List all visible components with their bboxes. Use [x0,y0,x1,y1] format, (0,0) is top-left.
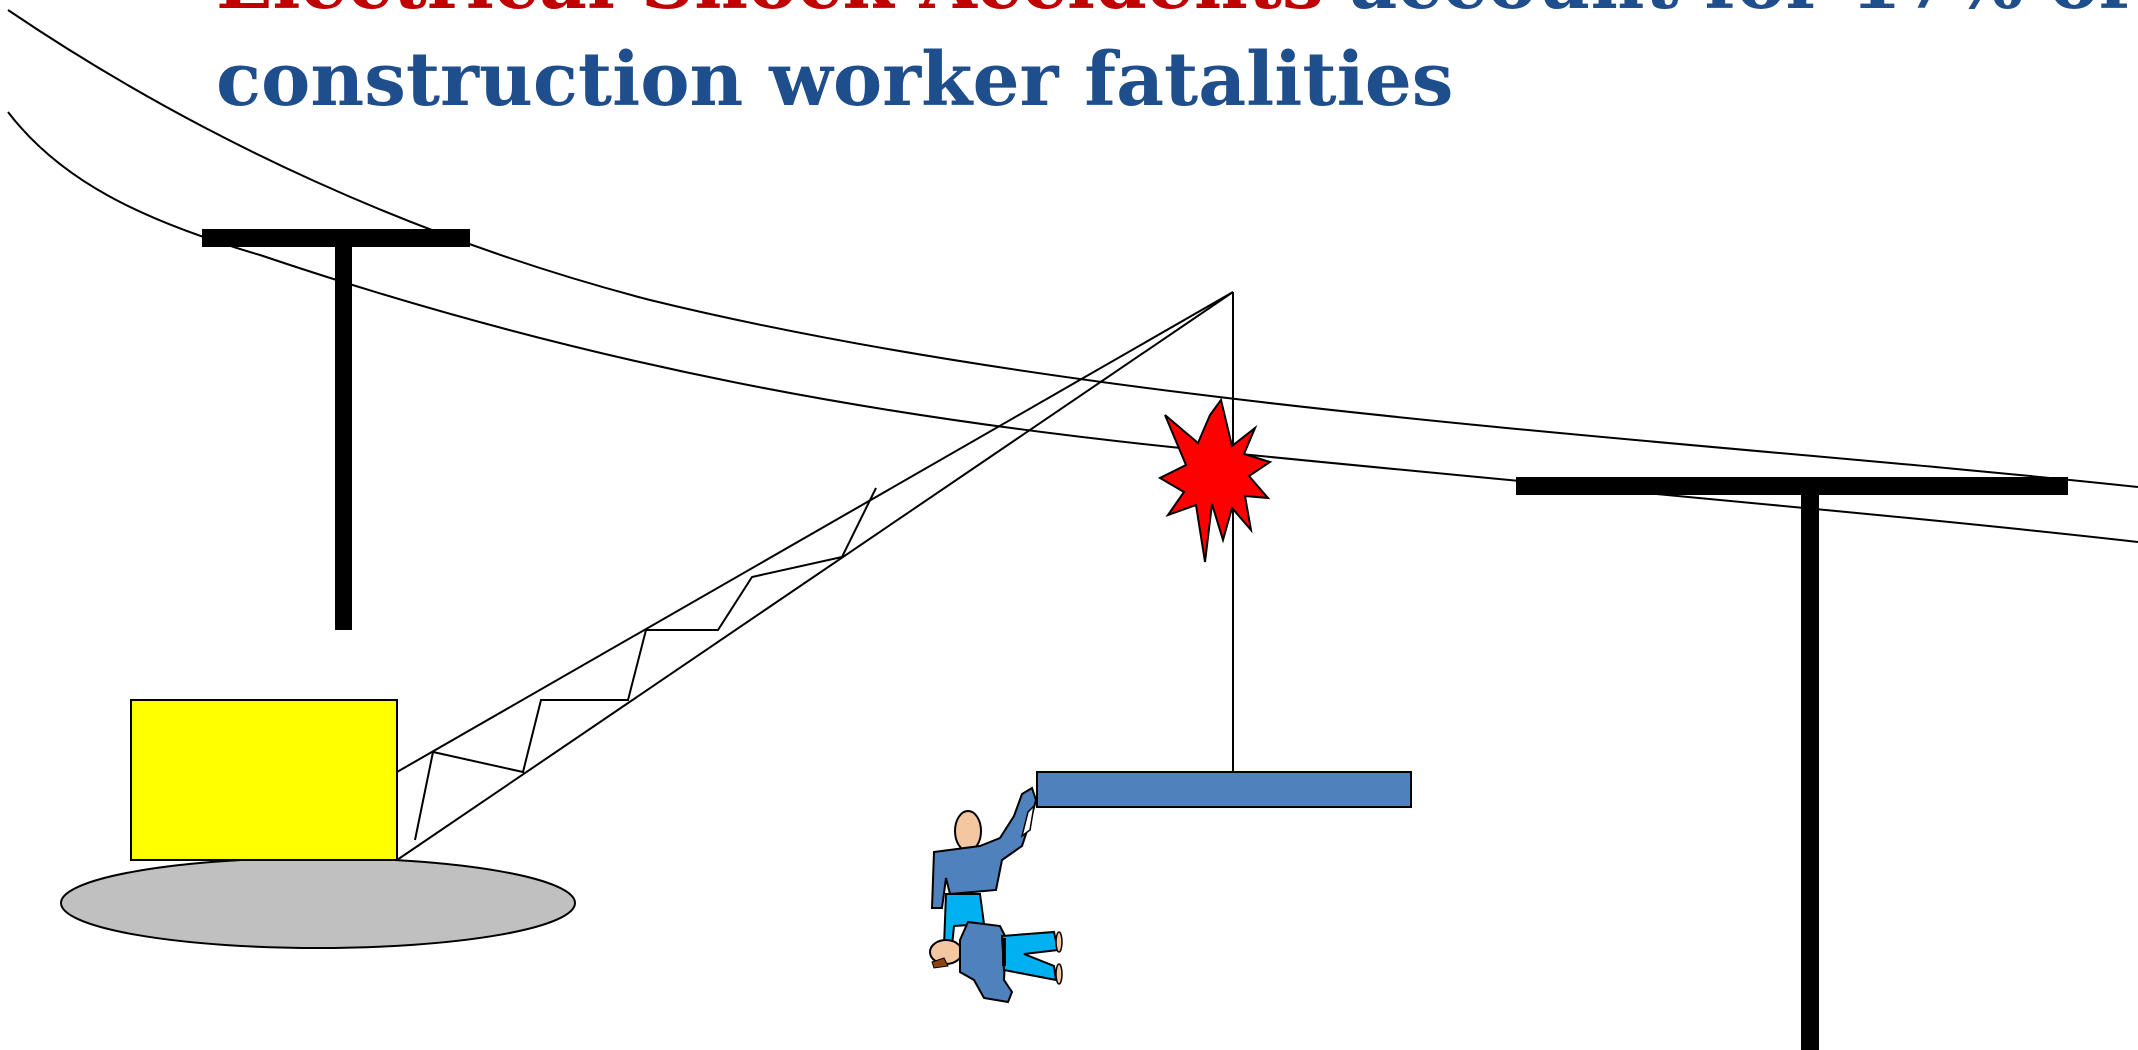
crane-cab [131,700,397,860]
worker-icon [932,788,1036,946]
slide-title-line-1: Electrical Shock Accidents account for 1… [216,0,2138,26]
utility-pole-icon [1516,477,2068,1050]
crane-base [61,858,575,948]
title-blue-part: account for 17% of the [1324,0,2138,26]
utility-pole-icon [202,229,470,630]
load-beam [1037,772,1411,807]
crane-icon [61,292,1233,948]
spark-icon [1160,400,1270,562]
title-red-part: Electrical Shock Accidents [216,0,1324,26]
slide-title-line-2: construction worker fatalities [216,37,1453,123]
